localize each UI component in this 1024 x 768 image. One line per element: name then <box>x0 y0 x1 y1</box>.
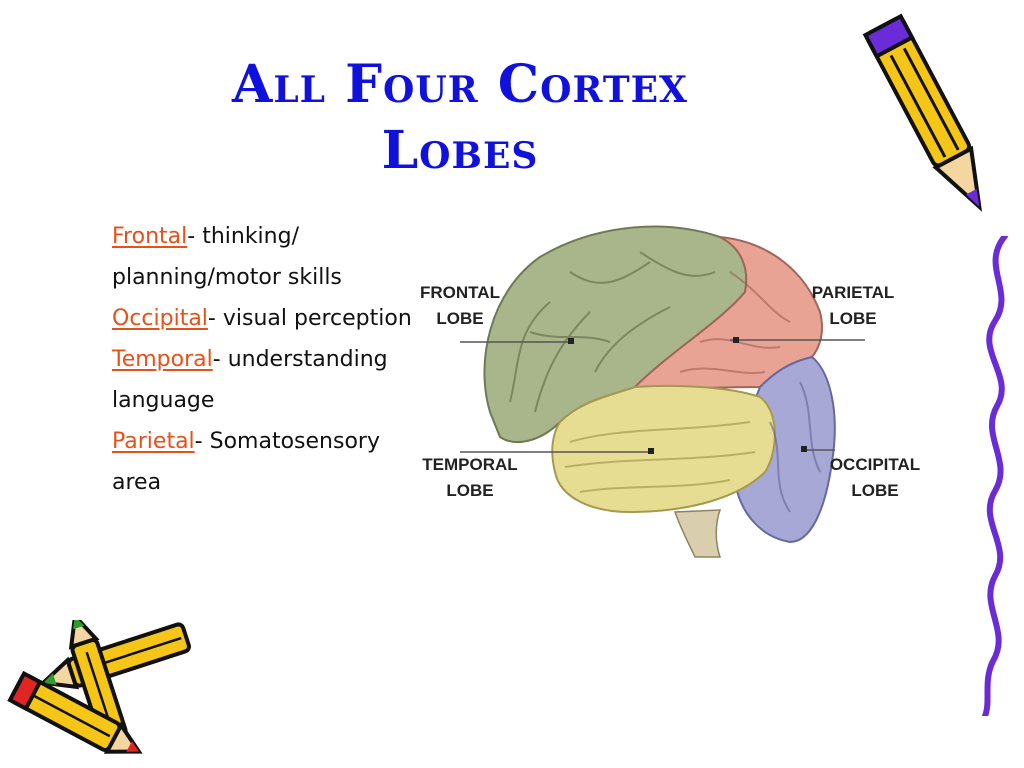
slide-title: All Four Cortex Lobes <box>120 52 800 184</box>
occipital-gyri <box>769 381 821 513</box>
lobe-item-occipital: Occipital- visual perception <box>112 298 422 339</box>
lobe-sep: - <box>187 224 203 249</box>
temporal-gyri <box>564 421 756 493</box>
lobe-sep: - <box>212 347 221 372</box>
lobe-desc: Somatosensory area <box>112 429 380 495</box>
lobe-desc: thinking/ planning/motor skills <box>112 224 342 290</box>
temporal-label-2: LOBE <box>446 481 493 500</box>
occipital-label-1: OCCIPITAL <box>830 455 920 474</box>
parietal-lobe <box>632 236 823 390</box>
occipital-label-2: LOBE <box>851 481 898 500</box>
parietal-gyri <box>679 271 791 374</box>
lobe-desc: understanding language <box>112 347 388 413</box>
lobe-term[interactable]: Temporal <box>112 347 213 372</box>
brain-diagram: FRONTAL LOBE PARIETAL LOBE TEMPORAL LOBE… <box>420 225 920 558</box>
frontal-gyri <box>509 251 716 413</box>
frontal-label-2: LOBE <box>436 309 483 328</box>
temporal-label-1: TEMPORAL <box>422 455 517 474</box>
frontal-label-1: FRONTAL <box>420 283 500 302</box>
lobe-desc: visual perception <box>222 306 412 331</box>
parietal-label-2: LOBE <box>829 309 876 328</box>
lobe-term[interactable]: Frontal <box>112 224 188 249</box>
pencil-icon <box>7 670 143 754</box>
lobe-item-frontal: Frontal- thinking/ planning/motor skills <box>112 216 422 298</box>
lobe-term[interactable]: Occipital <box>112 306 208 331</box>
pencil-icon <box>862 13 983 212</box>
lobe-item-parietal: Parietal- Somatosensory area <box>112 421 422 503</box>
lobe-sep: - <box>194 429 203 454</box>
squiggle-line <box>982 236 1008 716</box>
parietal-label-1: PARIETAL <box>812 283 894 302</box>
lobe-term[interactable]: Parietal <box>112 429 195 454</box>
lobe-item-temporal: Temporal- understanding language <box>112 339 422 421</box>
temporal-lobe <box>551 384 776 514</box>
pencil-icon <box>38 622 191 690</box>
label-pointers <box>460 339 865 453</box>
brain-stem <box>673 509 722 558</box>
title-line-1: All Four Cortex <box>232 54 688 115</box>
pencil-cluster <box>7 620 191 754</box>
lobe-sep: - <box>207 306 223 331</box>
label-dots <box>568 337 807 454</box>
lobe-list: Frontal- thinking/ planning/motor skills… <box>112 216 422 503</box>
title-line-2: Lobes <box>381 120 539 181</box>
